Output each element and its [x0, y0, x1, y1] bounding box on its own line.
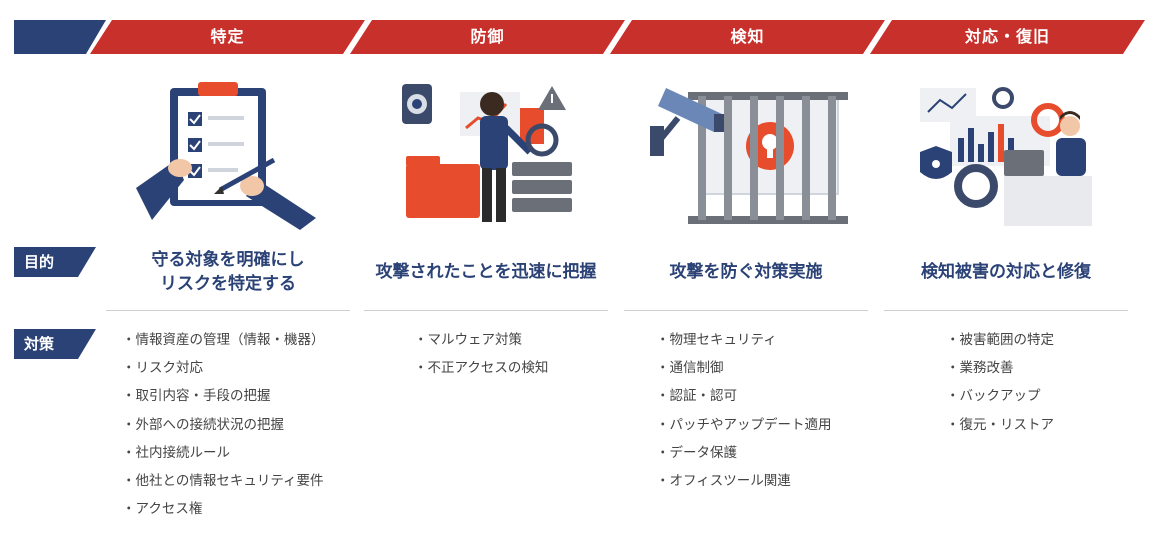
divider [884, 310, 1128, 311]
list-item: 社内接続ルール [122, 439, 325, 467]
measures-list-respond-recover: 被害範囲の特定 業務改善 バックアップ 復元・リストア [946, 326, 1055, 439]
purpose-identify: 守る対象を明確にし リスクを特定する [151, 250, 305, 294]
measures-list-identify: 情報資産の管理（情報・機器） リスク対応 取引内容・手段の把握 外部への接続状況… [122, 326, 325, 523]
list-item: データ保護 [656, 439, 832, 467]
row-label-purpose: 目的 [14, 247, 96, 277]
list-item: アクセス権 [122, 495, 325, 523]
divider [106, 310, 350, 311]
divider [364, 310, 608, 311]
clipboard-checklist-icon [118, 68, 338, 236]
header-identify: 特定 [90, 20, 365, 54]
purpose-respond-recover: 検知被害の対応と修復 [921, 262, 1091, 282]
list-item: 取引内容・手段の把握 [122, 382, 325, 410]
header-protect: 防御 [350, 20, 625, 54]
recovery-support-icon [900, 68, 1120, 236]
list-item: 認証・認可 [656, 382, 832, 410]
list-item: リスク対応 [122, 354, 325, 382]
row-label-measures-text: 対策 [24, 335, 55, 353]
list-item: 被害範囲の特定 [946, 326, 1055, 354]
measures-list-protect: マルウェア対策 不正アクセスの検知 [414, 326, 549, 382]
row-label-measures: 対策 [14, 329, 96, 359]
list-item: マルウェア対策 [414, 326, 548, 354]
list-item: 他社との情報セキュリティ要件 [122, 467, 325, 495]
list-item: バックアップ [946, 382, 1054, 410]
list-item: 通信制御 [656, 354, 832, 382]
list-item: 情報資産の管理（情報・機器） [122, 326, 325, 354]
header-start-tab [14, 20, 106, 54]
list-item: 外部への接続状況の把握 [122, 411, 325, 439]
header-detect: 検知 [610, 20, 885, 54]
list-item: 不正アクセスの検知 [414, 354, 549, 382]
purpose-protect: 攻撃されたことを迅速に把握 [375, 262, 597, 282]
header-label: 対応・復旧 [964, 27, 1050, 46]
list-item: 業務改善 [946, 354, 1054, 382]
list-item: パッチやアップデート適用 [656, 411, 832, 439]
list-item: オフィスツール関連 [656, 467, 832, 495]
header-label: 特定 [210, 27, 245, 46]
divider [624, 310, 868, 311]
camera-jail-icon [640, 68, 860, 236]
purpose-detect: 攻撃を防ぐ対策実施 [669, 262, 823, 282]
header-label: 検知 [730, 27, 765, 46]
measures-list-detect: 物理セキュリティ 通信制御 認証・認可 パッチやアップデート適用 データ保護 オ… [656, 326, 832, 495]
header-respond-recover: 対応・復旧 [870, 20, 1145, 54]
security-inspection-icon [380, 68, 600, 236]
list-item: 復元・リストア [946, 411, 1055, 439]
row-label-purpose-text: 目的 [24, 253, 55, 271]
list-item: 物理セキュリティ [656, 326, 832, 354]
header-label: 防御 [470, 27, 505, 46]
